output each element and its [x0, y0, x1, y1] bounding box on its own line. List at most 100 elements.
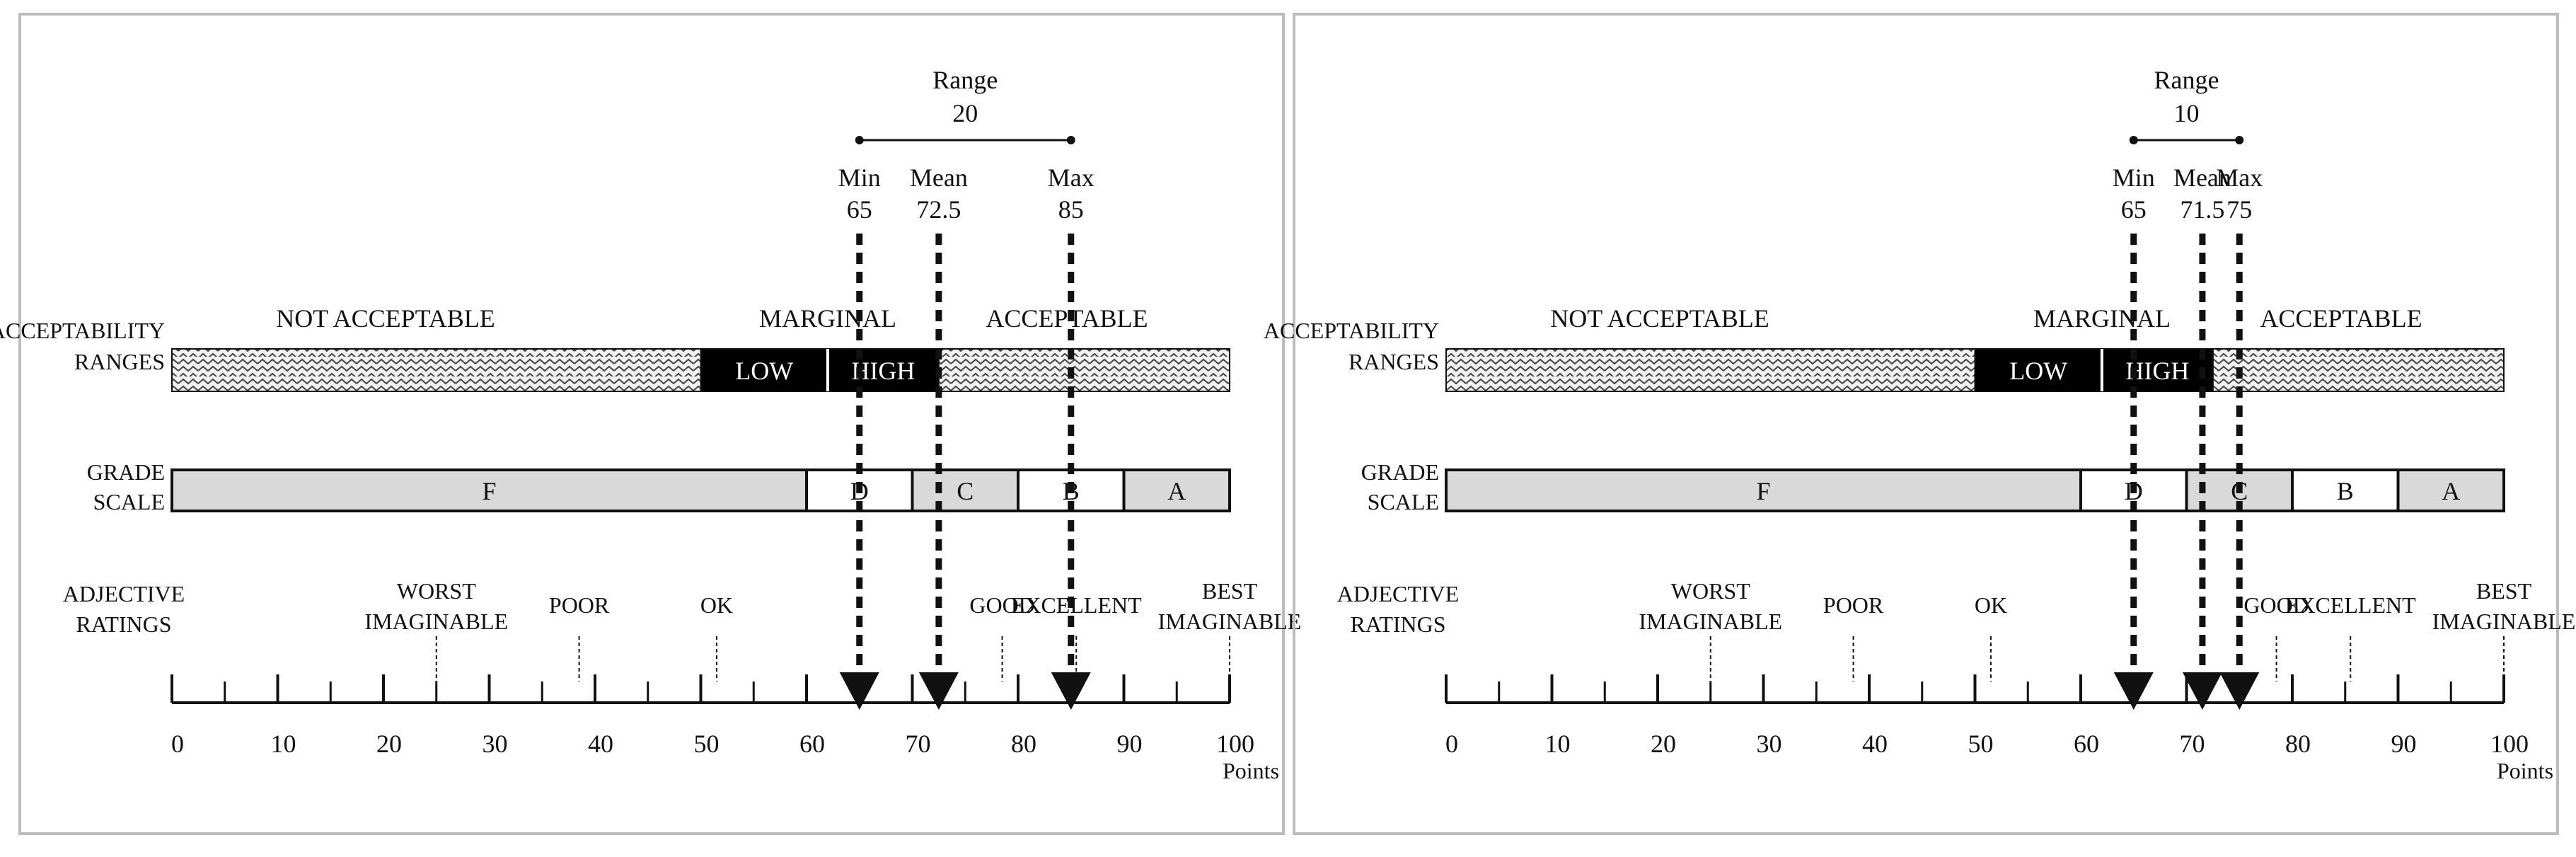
- adjective-title: RATINGS: [76, 611, 171, 637]
- range-label: Range: [2154, 66, 2219, 94]
- adjective-label: IMAGINABLE: [1158, 609, 1302, 634]
- grade-f: [171, 468, 808, 512]
- range-label: Range: [932, 66, 998, 94]
- axis-tick-label: 80: [2285, 730, 2311, 758]
- axis-tick-label: 10: [271, 730, 296, 758]
- range-end-dot: [855, 136, 864, 144]
- acceptability-title: ACCEPTABILITY: [1264, 318, 1439, 343]
- grade-scale-title: GRADE: [1361, 459, 1439, 485]
- grade-a: [1122, 468, 1231, 512]
- adjective-label: POOR: [549, 592, 610, 618]
- acceptability-not-acceptable: [171, 348, 702, 392]
- axis-tick-label: 20: [1651, 730, 1676, 758]
- marginal-label: MARGINAL: [759, 304, 896, 333]
- acceptability-not-acceptable: [1445, 348, 1976, 392]
- adjective-label: BEST: [1202, 578, 1258, 604]
- adjective-title: ADJECTIVE: [63, 581, 185, 606]
- grade-scale-title: SCALE: [1368, 489, 1439, 514]
- marginal-label: MARGINAL: [2033, 304, 2171, 333]
- axis-tick-label: 100: [2490, 730, 2529, 758]
- axis-tick-label: 50: [1968, 730, 1994, 758]
- max-value: 75: [2226, 195, 2252, 224]
- adjective-title: RATINGS: [1350, 611, 1445, 637]
- adjective-label: IMAGINABLE: [2432, 609, 2576, 634]
- panel-2: Range10Min65Mean71.5Max75ACCEPTABILITYRA…: [1264, 13, 2576, 835]
- grade-b: [2291, 468, 2400, 512]
- adjective-label: GOOD: [2243, 592, 2309, 618]
- axis-tick-label: 60: [799, 730, 825, 758]
- acceptability-title: RANGES: [1348, 349, 1439, 374]
- adjective-title: ADJECTIVE: [1337, 581, 1459, 606]
- adjective-label: IMAGINABLE: [1639, 609, 1782, 634]
- axis-tick-label: 20: [376, 730, 402, 758]
- adjective-label: IMAGINABLE: [364, 609, 508, 634]
- acceptability-marginal-high: [826, 348, 940, 392]
- acceptability-marginal-low: [1974, 348, 2103, 392]
- acceptability-acceptable: [937, 348, 1230, 392]
- adjective-label: BEST: [2476, 578, 2532, 604]
- max-label: Max: [1048, 163, 1094, 192]
- acceptable-label: ACCEPTABLE: [986, 304, 1148, 333]
- adjective-label: EXCELLENT: [2285, 592, 2416, 618]
- axis-tick-label: 10: [1545, 730, 1571, 758]
- grade-label: B: [2337, 477, 2354, 505]
- mean-arrowhead: [2182, 672, 2222, 710]
- adjective-label: OK: [700, 592, 733, 618]
- mean-label: Mean: [910, 163, 968, 192]
- min-arrowhead: [2113, 672, 2154, 710]
- min-label: Min: [838, 163, 881, 192]
- max-value: 85: [1058, 195, 1084, 224]
- axis-tick-label: 40: [588, 730, 613, 758]
- marginal-low-label: LOW: [735, 357, 793, 385]
- grade-f: [1445, 468, 2082, 512]
- points-unit-label: Points: [2497, 758, 2553, 783]
- grade-label: F: [482, 477, 496, 505]
- acceptability-title: RANGES: [74, 349, 165, 374]
- adjective-label: GOOD: [969, 592, 1034, 618]
- min-value: 65: [2121, 195, 2147, 224]
- axis-tick-label: 30: [1757, 730, 1782, 758]
- range-end-dot: [2129, 136, 2138, 144]
- panel-frame: [1293, 13, 2559, 835]
- panel-frame: [18, 13, 1285, 835]
- not-acceptable-label: NOT ACCEPTABLE: [276, 304, 495, 333]
- axis-tick-label: 60: [2074, 730, 2099, 758]
- grade-scale-title: SCALE: [93, 489, 165, 514]
- grade-label: F: [1756, 477, 1770, 505]
- axis-tick-label: 100: [1216, 730, 1254, 758]
- adjective-label: EXCELLENT: [1011, 592, 1142, 618]
- axis-tick-label: 70: [2180, 730, 2205, 758]
- grade-label: A: [2442, 477, 2460, 505]
- min-arrowhead: [839, 672, 879, 710]
- grade-label: C: [957, 477, 974, 505]
- range-end-dot: [1066, 136, 1075, 144]
- mean-value: 71.5: [2180, 195, 2224, 224]
- axis-tick-label: 90: [1117, 730, 1143, 758]
- range-end-dot: [2235, 136, 2244, 144]
- acceptability-acceptable: [2212, 348, 2505, 392]
- adjective-label: WORST: [397, 578, 476, 604]
- grade-a: [2396, 468, 2505, 512]
- range-value: 10: [2174, 99, 2200, 127]
- marginal-low-label: LOW: [2009, 357, 2067, 385]
- axis-tick-label: 0: [1445, 730, 1458, 758]
- axis-tick-label: 50: [694, 730, 720, 758]
- grade-label: A: [1167, 477, 1186, 505]
- adjective-label: WORST: [1671, 578, 1750, 604]
- not-acceptable-label: NOT ACCEPTABLE: [1550, 304, 1769, 333]
- min-value: 65: [847, 195, 872, 224]
- mean-value: 72.5: [916, 195, 961, 224]
- max-arrowhead: [2219, 672, 2260, 710]
- acceptable-label: ACCEPTABLE: [2260, 304, 2422, 333]
- axis-tick-label: 40: [1862, 730, 1888, 758]
- adjective-label: OK: [1975, 592, 2007, 618]
- adjective-label: POOR: [1823, 592, 1884, 618]
- points-unit-label: Points: [1223, 758, 1279, 783]
- axis-tick-label: 30: [483, 730, 508, 758]
- axis-tick-label: 90: [2391, 730, 2417, 758]
- grade-scale-title: GRADE: [87, 459, 165, 485]
- acceptability-title: ACCEPTABILITY: [0, 318, 165, 343]
